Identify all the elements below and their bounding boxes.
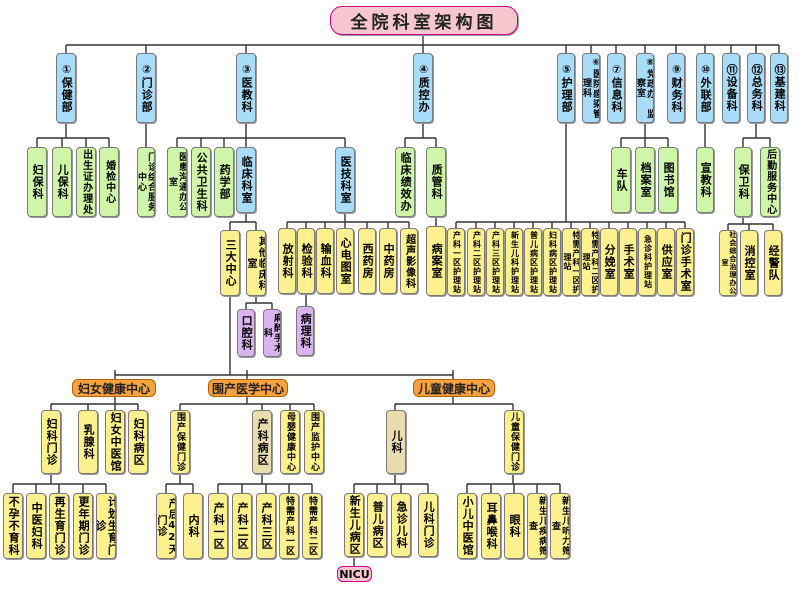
child-care-clinic: 儿童保健门诊 <box>504 410 524 474</box>
dental-section: 口腔科 <box>237 309 255 357</box>
other-clinical-depts: 其他临床科室 <box>246 230 266 296</box>
women-child-0: 妇科门诊 <box>41 410 61 474</box>
publicity-section: 宣教科 <box>696 147 714 213</box>
child-care-child-3: 新生儿疾病筛查 <box>527 493 547 559</box>
department-12: ⑫总务科 <box>747 53 765 123</box>
yijiao-child-0: 医患沟通办公室 <box>167 147 187 217</box>
yijiao-child-1: 公共卫生科 <box>191 147 211 217</box>
pediatric-child-3: 儿科门诊 <box>418 493 438 557</box>
center-children: 儿童健康中心 <box>413 379 495 397</box>
nursing-child-7: 特需产科二区护理站 <box>581 228 599 296</box>
nursing-child-12: 门诊手术室 <box>676 228 694 296</box>
department-8: ⑧党政办、监察室 <box>636 53 654 123</box>
baojian-child-1: 儿保科 <box>52 147 72 217</box>
postpartum-clinic: 产后42天门诊 <box>156 493 176 559</box>
tech-child-1: 检验科 <box>297 228 315 294</box>
department-3: ③医教科 <box>236 53 256 123</box>
zhikong-quality-section: 质管科 <box>426 147 446 217</box>
child-care-child-1: 耳鼻喉科 <box>481 493 501 559</box>
tech-child-3: 心电图室 <box>336 228 354 294</box>
perinatal-child-1: 产科病区 <box>252 410 272 474</box>
obstetric-child-0: 产科一区 <box>208 493 228 559</box>
child-care-child-0: 小儿中医馆 <box>457 493 477 559</box>
child-care-child-2: 眼科 <box>504 493 524 559</box>
nursing-child-1: 产科二区护理站 <box>467 228 485 296</box>
obstetric-child-2: 产科三区 <box>256 493 276 559</box>
tech-child-2: 输血科 <box>316 228 334 294</box>
tech-child-4: 西药房 <box>358 228 376 294</box>
department-2: ②门诊部 <box>136 53 156 123</box>
pathology-section: 病理科 <box>296 306 314 356</box>
nicu-badge: NICU <box>337 566 372 582</box>
department-6: ⑥医院感染管理科 <box>582 53 600 123</box>
security-section: 保卫科 <box>734 147 752 217</box>
nursing-child-4: 普儿病区护理站 <box>524 228 542 296</box>
department-1: ①保健部 <box>56 53 76 123</box>
department-7: ⑦信息科 <box>607 53 625 123</box>
tech-child-6: 超声影像科 <box>400 228 418 294</box>
anesthesia-section: 麻醉手术科 <box>263 309 281 357</box>
women-child-2: 妇女中医馆 <box>105 410 125 474</box>
women-clinic-child-2: 再生育门诊 <box>49 493 69 559</box>
chart-title: 全院科室架构图 <box>330 6 518 35</box>
women-child-1: 乳腺科 <box>78 410 98 474</box>
nursing-child-10: 急诊科护理站 <box>638 228 656 296</box>
baowei-child-1: 消控室 <box>740 230 758 296</box>
baowei-child-2: 经警队 <box>764 230 782 296</box>
dangzheng-child-1: 档案室 <box>635 147 655 213</box>
perinatal-child-3: 围产监护中心 <box>304 410 324 474</box>
yijiao-child-4: 医技科室 <box>335 147 355 213</box>
tech-child-5: 中药房 <box>379 228 397 294</box>
perinatal-child-2: 母婴健康中心 <box>280 410 300 474</box>
department-5: ⑤护理部 <box>557 53 575 123</box>
women-child-3: 妇科病区 <box>128 410 148 474</box>
women-clinic-child-3: 更年期门诊 <box>73 493 93 559</box>
nursing-child-6: 特需产科一区护理站 <box>562 228 580 296</box>
medical-records-room: 病案室 <box>426 226 446 296</box>
pediatric-child-2: 急诊儿科 <box>391 493 411 557</box>
three-centers: 三大中心 <box>220 230 240 296</box>
dangzheng-child-0: 车队 <box>611 147 631 213</box>
department-11: ⑪设备科 <box>722 53 740 123</box>
pediatric-child-1: 普儿病区 <box>367 493 387 557</box>
department-9: ⑨财务科 <box>667 53 685 123</box>
child-care-child-4: 新生儿听力筛查 <box>550 493 570 559</box>
baojian-child-3: 婚检中心 <box>99 147 119 217</box>
nursing-child-2: 产科三区护理站 <box>486 228 504 296</box>
obstetric-child-1: 产科二区 <box>232 493 252 559</box>
women-clinic-child-0: 不孕不育科 <box>3 493 23 559</box>
obstetric-child-4: 特需产科二区 <box>302 493 322 559</box>
baowei-child-0: 社会综合治理办公室 <box>719 230 737 296</box>
department-10: ⑩外联部 <box>696 53 714 123</box>
menzhen-service-center: 门诊综合服务中心 <box>137 147 155 217</box>
zhikong-performance-office: 临床绩效办 <box>395 147 415 217</box>
nursing-child-5: 妇科病区护理站 <box>543 228 561 296</box>
nursing-child-9: 手术室 <box>619 228 637 296</box>
pediatrics: 儿科 <box>386 410 406 474</box>
perinatal-child-0: 围产保健门诊 <box>170 410 190 474</box>
center-perinatal: 围产医学中心 <box>208 379 288 397</box>
dangzheng-child-2: 图书馆 <box>658 147 678 213</box>
nursing-child-8: 分娩室 <box>600 228 618 296</box>
department-4: ④质控办 <box>413 53 433 123</box>
center-women: 妇女健康中心 <box>72 379 156 397</box>
baojian-child-2: 出生证办理处 <box>76 147 96 217</box>
obstetric-child-3: 特需产科一区 <box>279 493 299 559</box>
tech-child-0: 放射科 <box>278 228 296 294</box>
nursing-child-11: 供应室 <box>657 228 675 296</box>
internal-medicine: 内科 <box>183 493 203 559</box>
logistics-center: 后勤服务中心 <box>760 147 780 217</box>
yijiao-child-2: 药学部 <box>214 147 234 217</box>
women-clinic-child-1: 中医妇科 <box>26 493 46 559</box>
baojian-child-0: 妇保科 <box>27 147 47 217</box>
yijiao-child-3: 临床科室 <box>236 147 256 213</box>
nursing-child-0: 产科一区护理站 <box>447 228 465 296</box>
women-clinic-child-4: 计划生育门诊 <box>96 493 116 559</box>
department-13: ⑬基建科 <box>770 53 788 123</box>
pediatric-child-0: 新生儿病区 <box>344 493 364 557</box>
nursing-child-3: 新生儿科护理站 <box>505 228 523 296</box>
